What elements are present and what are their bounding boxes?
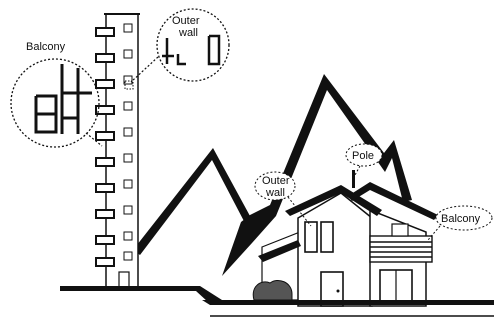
balcony-tower-callout: Balcony [26,41,66,53]
outer-wall-tower-label-line2: wall [178,27,198,39]
outer-wall-tower-callout: Outer wall [172,15,200,39]
balcony-zoom-callout [11,59,102,147]
outer-wall-zoom-detail [162,36,219,64]
upper-window-left [305,222,317,252]
pole-callout: Pole [346,144,382,175]
balcony-doorway [392,224,408,236]
left-mountain-ridge [133,148,250,255]
pole-leader [355,166,360,175]
balcony-tower-label: Balcony [26,41,66,53]
house-balcony [370,236,432,262]
balcony-house-label: Balcony [441,213,481,225]
garden-shrub [253,280,292,300]
outer-wall-house-label-line1: Outer [262,175,290,187]
pole-label: Pole [352,150,374,162]
outer-wall-tower-label-line1: Outer [172,15,200,27]
outer-wall-house-label-line2: wall [265,187,285,199]
label-callouts: Balcony Outer wall Outer wall Pole Balco… [26,15,492,240]
tower-entrance-door [119,272,129,287]
apartment-tower [96,14,140,287]
house-chimney-pole [352,170,355,188]
upper-window-right [321,222,333,252]
balcony-house-callout: Balcony [428,206,492,240]
door-knob [337,290,339,292]
ground-left-strip [60,286,222,302]
ground-right-strip [202,300,494,305]
balcony-zoom-detail [36,64,92,134]
